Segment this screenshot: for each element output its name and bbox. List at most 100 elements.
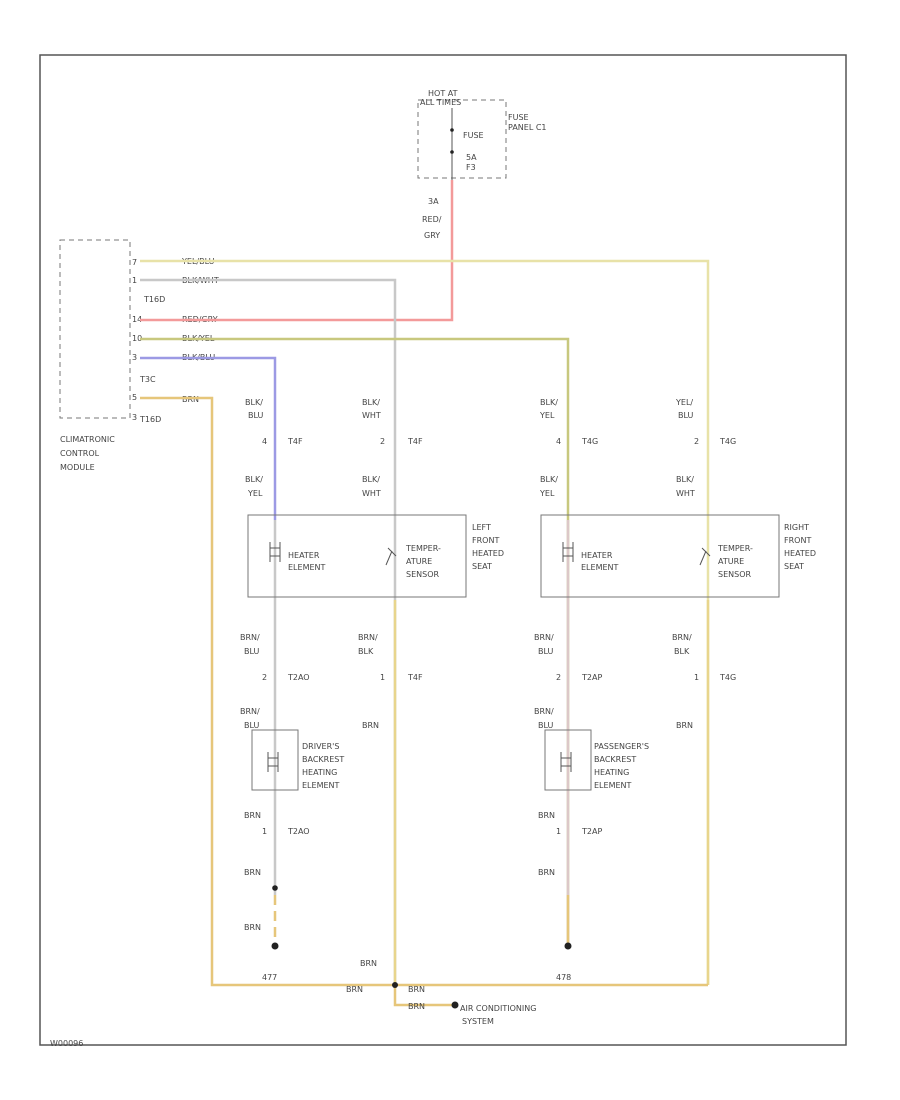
left-bottom-wire2-color1: BRN/ bbox=[358, 633, 378, 642]
left-splice-dot bbox=[272, 885, 278, 891]
bottom-brn-center: BRN bbox=[360, 959, 377, 968]
right-bottom-wire2-color2: BLK bbox=[674, 647, 690, 656]
left-backrest-name-4: ELEMENT bbox=[302, 781, 340, 790]
right-seat-name-1: RIGHT bbox=[784, 523, 809, 532]
left-brn-right: BRN bbox=[362, 721, 379, 730]
left-mid-wire1-color2: YEL bbox=[247, 489, 263, 498]
left-brn-2: BRN bbox=[244, 868, 261, 877]
module-pin-4: 10 bbox=[132, 334, 142, 343]
left-seat-name-1: LEFT bbox=[472, 523, 491, 532]
wire-blk-wht bbox=[140, 278, 397, 985]
right-top-wire1-color2: YEL bbox=[539, 411, 555, 420]
left-top-wire2-color1: BLK/ bbox=[362, 398, 380, 407]
right-backrest-name-2: BACKREST bbox=[594, 755, 636, 764]
right-backrest-symbol bbox=[560, 752, 572, 772]
right-seat: BLK/ YEL 4 T4G YEL/ BLU 2 T4G BLK/ YEL B… bbox=[534, 398, 816, 982]
left-bottom-wire1-color1: BRN/ bbox=[240, 633, 260, 642]
module-connector-2: T3C bbox=[139, 375, 156, 384]
wire-blk-yel bbox=[140, 337, 570, 945]
left-heater-symbol bbox=[269, 542, 281, 562]
left-mid-wire2-color2: WHT bbox=[362, 489, 381, 498]
module-wire-6: BRN bbox=[182, 395, 199, 404]
left-bottom-wire2-conn: T4F bbox=[407, 673, 423, 682]
left-heater-label-1: HEATER bbox=[288, 551, 320, 560]
bottom-brn-left: BRN bbox=[346, 985, 363, 994]
module-pin-6: 5 bbox=[132, 393, 137, 402]
left-seat-name-4: SEAT bbox=[472, 562, 492, 571]
module-name-1: CLIMATRONIC bbox=[60, 435, 115, 444]
bottom-splice-dot bbox=[392, 982, 398, 988]
module-pin-5: 3 bbox=[132, 353, 137, 362]
fuse-label: FUSE bbox=[463, 131, 484, 140]
left-bottom-wire2-pin: 1 bbox=[380, 673, 385, 682]
left-backrest-name-2: BACKREST bbox=[302, 755, 344, 764]
module-pin-3: 14 bbox=[132, 315, 142, 324]
right-sensor-label-3: SENSOR bbox=[718, 570, 751, 579]
fuse-wire-number: 3A bbox=[428, 197, 439, 206]
wire-blk-blu bbox=[140, 356, 277, 520]
left-backrest-name-1: DRIVER'S bbox=[302, 742, 339, 751]
left-bottom-wire1-conn: T2AO bbox=[287, 673, 310, 682]
left-brn-1: BRN bbox=[244, 811, 261, 820]
right-backrest-wire-color1: BRN/ bbox=[534, 707, 554, 716]
right-bottom-wire1-pin: 2 bbox=[556, 673, 561, 682]
left-ground-label: 477 bbox=[262, 973, 277, 982]
bottom-brn-lower: BRN bbox=[408, 1002, 425, 1011]
right-sensor-label-2: ATURE bbox=[718, 557, 744, 566]
right-bottom-wire2-conn: T4G bbox=[719, 673, 736, 682]
fuse-wire-color-2: GRY bbox=[424, 231, 440, 240]
fuse-terminal-top bbox=[450, 128, 454, 132]
left-top-wire1-conn: T4F bbox=[287, 437, 303, 446]
left-lower-conn: T2AO bbox=[287, 827, 310, 836]
right-top-wire2-color1: YEL/ bbox=[675, 398, 693, 407]
right-ground-dot bbox=[564, 942, 572, 950]
fuse-panel-label-2: PANEL C1 bbox=[508, 123, 547, 132]
right-mid-wire2-color1: BLK/ bbox=[676, 475, 694, 484]
right-mid-wire1-color1: BLK/ bbox=[540, 475, 558, 484]
module-name-2: CONTROL bbox=[60, 449, 100, 458]
left-sensor-label-2: ATURE bbox=[406, 557, 432, 566]
right-sensor-label-1: TEMPER- bbox=[717, 544, 753, 553]
left-seat-name-2: FRONT bbox=[472, 536, 499, 545]
control-module-box bbox=[59, 239, 131, 419]
left-top-wire2-pin: 2 bbox=[380, 437, 385, 446]
right-backrest-box bbox=[544, 729, 592, 791]
right-backrest-name-1: PASSENGER'S bbox=[594, 742, 649, 751]
right-bottom-wire2-color1: BRN/ bbox=[672, 633, 692, 642]
left-bottom-wire1-color2: BLU bbox=[244, 647, 260, 656]
bottom-brn-right: BRN bbox=[408, 985, 425, 994]
module-name-3: MODULE bbox=[60, 463, 95, 472]
fuse-number: F3 bbox=[466, 163, 476, 172]
right-bottom-wire1-conn: T2AP bbox=[581, 673, 602, 682]
hot-label-2: ALL TIMES bbox=[420, 98, 461, 107]
right-lower-pin: 1 bbox=[556, 827, 561, 836]
right-seat-name-3: HEATED bbox=[784, 549, 816, 558]
right-top-wire2-color2: BLU bbox=[678, 411, 694, 420]
left-backrest-box bbox=[251, 729, 299, 791]
left-backrest-symbol bbox=[267, 752, 279, 772]
wire-yel-blu bbox=[140, 259, 710, 985]
left-backrest-name-3: HEATING bbox=[302, 768, 337, 777]
right-lower-conn: T2AP bbox=[581, 827, 602, 836]
right-seat-name-4: SEAT bbox=[784, 562, 804, 571]
left-seat-name-3: HEATED bbox=[472, 549, 504, 558]
right-top-wire1-pin: 4 bbox=[556, 437, 561, 446]
left-backrest-wire-color2: BLU bbox=[244, 721, 260, 730]
right-brn-right: BRN bbox=[676, 721, 693, 730]
right-sensor-symbol bbox=[699, 547, 711, 566]
left-bottom-wire2-color2: BLK bbox=[358, 647, 374, 656]
right-bottom-wire2-pin: 1 bbox=[694, 673, 699, 682]
right-mid-wire1-color2: YEL bbox=[539, 489, 555, 498]
right-seat-box bbox=[540, 514, 780, 598]
ac-label-1: AIR CONDITIONING bbox=[460, 1004, 536, 1013]
left-heater-label-2: ELEMENT bbox=[288, 563, 326, 572]
climatronic-module: CLIMATRONIC CONTROL MODULE T16D T3C T16D… bbox=[59, 239, 219, 472]
right-bottom-wire1-color2: BLU bbox=[538, 647, 554, 656]
left-backrest-wire-color1: BRN/ bbox=[240, 707, 260, 716]
right-backrest-name-4: ELEMENT bbox=[594, 781, 632, 790]
left-top-wire2-conn: T4F bbox=[407, 437, 423, 446]
ac-label-2: SYSTEM bbox=[462, 1017, 494, 1026]
left-bottom-wire1-pin: 2 bbox=[262, 673, 267, 682]
diagram-border bbox=[39, 54, 847, 1046]
